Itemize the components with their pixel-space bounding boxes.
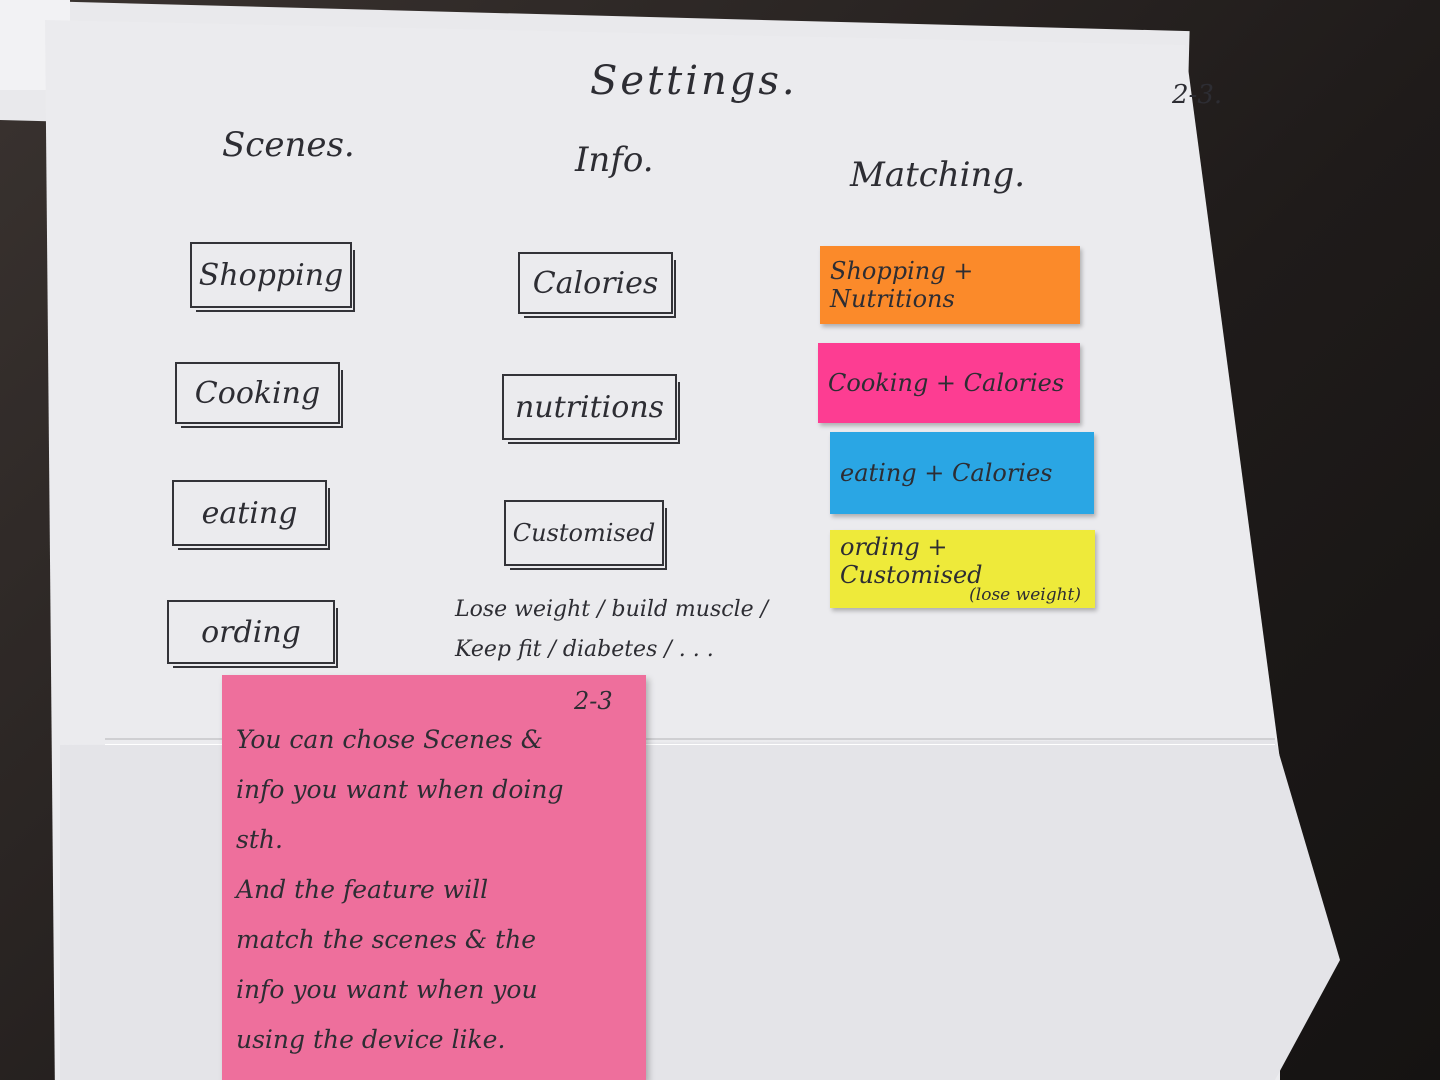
note-line: info you want when doing — [236, 775, 564, 804]
page-code: 2-3. — [1172, 80, 1223, 110]
page-title: Settings. — [590, 58, 798, 104]
explanation-sticky-note: 2-3 You can chose Scenes & info you want… — [222, 675, 646, 1080]
note-line: You can chose Scenes & — [236, 725, 543, 754]
note-line: And the feature will — [236, 875, 489, 904]
note-line: info you want when you — [236, 975, 538, 1004]
info-heading: Info. — [575, 140, 654, 180]
scene-option-eating[interactable]: eating — [172, 480, 330, 550]
scene-option-cooking[interactable]: Cooking — [175, 362, 343, 428]
customised-examples-line-1: Lose weight / build muscle / — [455, 597, 769, 622]
customised-examples-line-2: Keep fit / diabetes / . . . — [455, 637, 714, 662]
matching-pair-ording-customised[interactable]: ording + Customised (lose weight) — [830, 530, 1095, 608]
matching-pair-sublabel: (lose weight) — [969, 585, 1081, 605]
matching-pair-label: Cooking + Calories — [828, 369, 1065, 397]
note-line: sth. — [236, 825, 283, 854]
matching-pair-shopping-nutritions[interactable]: Shopping + Nutritions — [820, 246, 1080, 324]
scene-option-ording[interactable]: ording — [167, 600, 338, 668]
matching-pair-label: eating + Calories — [840, 459, 1053, 487]
note-line: match the scenes & the — [236, 925, 537, 954]
note-body: You can chose Scenes & info you want whe… — [236, 715, 636, 1065]
info-option-calories[interactable]: Calories — [518, 252, 676, 318]
note-code: 2-3 — [574, 687, 613, 715]
scene-option-shopping[interactable]: Shopping — [190, 242, 355, 312]
matching-heading: Matching. — [850, 155, 1026, 195]
matching-pair-label: Shopping + Nutritions — [830, 257, 974, 313]
matching-pair-label: ording + Customised — [840, 533, 983, 589]
note-line: using the device like. — [236, 1025, 506, 1054]
torn-paper-edge — [105, 738, 1275, 745]
matching-pair-eating-calories[interactable]: eating + Calories — [830, 432, 1094, 514]
matching-pair-cooking-calories[interactable]: Cooking + Calories — [818, 343, 1080, 423]
info-option-customised[interactable]: Customised — [504, 500, 667, 570]
info-option-nutritions[interactable]: nutritions — [502, 374, 680, 444]
scenes-heading: Scenes. — [222, 125, 355, 165]
customised-examples: Lose weight / build muscle / Keep fit / … — [455, 590, 775, 670]
